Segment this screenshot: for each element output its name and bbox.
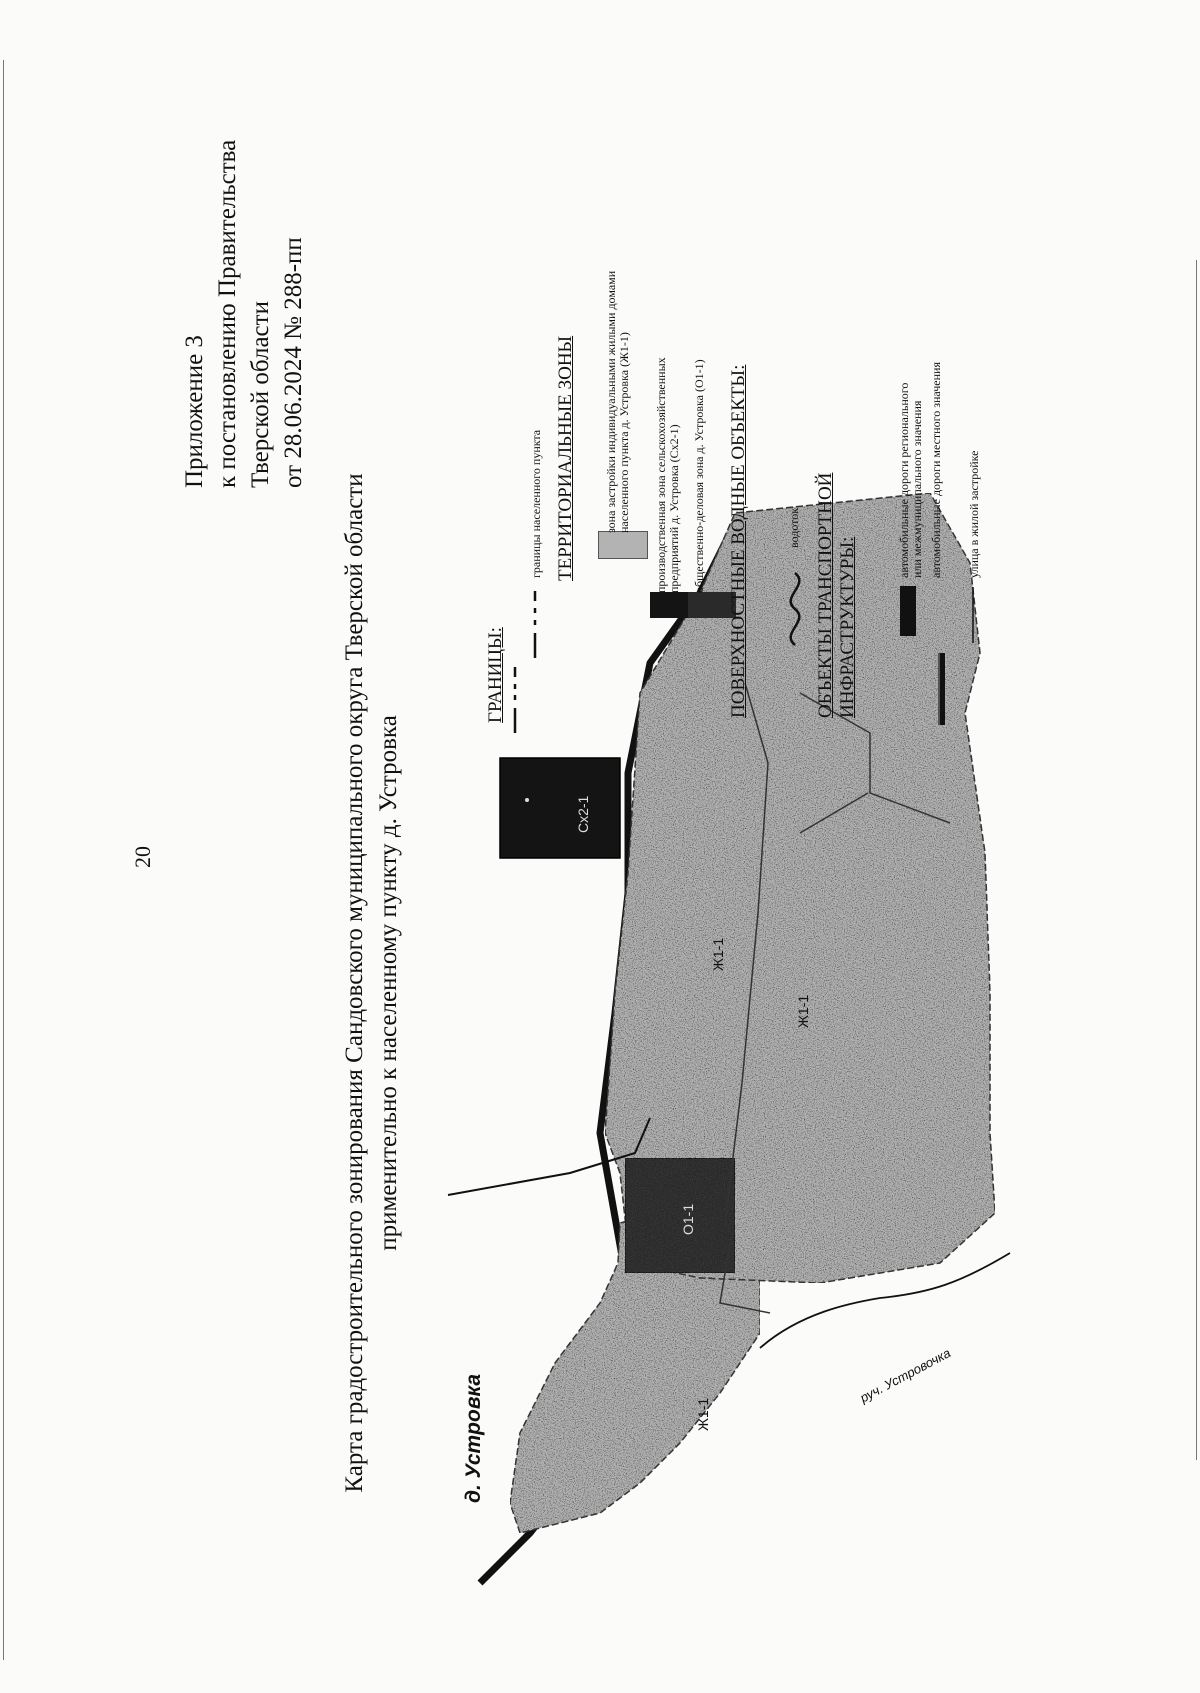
legend-street-label: улица в жилой застройке <box>967 450 981 578</box>
zone-label-zh-right: Ж1-1 <box>710 937 726 971</box>
legend-road-regional-label: автомобильные дороги регионального или м… <box>897 383 924 578</box>
village-label: д. Устровка <box>462 1373 485 1503</box>
legend-residential-line-2: населенного пункта д. Устровка (Ж1-1) <box>617 332 631 533</box>
watercourse-legend-symbol <box>789 572 801 646</box>
legend-swatch-residential <box>598 531 648 559</box>
local-road-legend-symbol <box>900 586 916 636</box>
residential-zone-main <box>604 492 996 1284</box>
legend-transport-line-2: ИНФРАСТРУКТУРЫ: <box>837 536 858 718</box>
zone-label-sh2: Сх2-1 <box>575 795 591 833</box>
legend-boundary-label: границы населенного пункта <box>529 429 543 578</box>
public-business-zone <box>624 1157 736 1274</box>
street-line-1 <box>724 682 769 1224</box>
legend-transport-line-1: ОБЪЕКТЫ ТРАНСПОРТНОЙ <box>815 472 836 718</box>
scan-edge-left <box>3 60 4 1660</box>
street-line-4 <box>719 1242 771 1314</box>
zone-label-zh-left: Ж1-1 <box>695 1397 711 1431</box>
legend-agricultural-line-2: предприятий д. Устровка (Сх2-1) <box>667 424 681 593</box>
legend-water-heading: ПОВЕРХНОСТНЫЕ ВОДНЫЕ ОБЪЕКТЫ: <box>728 364 749 718</box>
legend-zones-heading: ТЕРРИТОРИАЛЬНЫЕ ЗОНЫ <box>555 335 576 581</box>
legend-public-label: общественно-деловая зона д. Устровка (О1… <box>692 359 706 593</box>
legend-road-local-label: автомобильные дороги местного значения <box>929 362 943 578</box>
agricultural-zone <box>499 757 621 859</box>
zone-label-zh-center: Ж1-1 <box>795 994 811 1028</box>
regional-road-legend-symbol <box>938 653 945 725</box>
local-road-line <box>447 1117 651 1196</box>
boundary-legend-symbol <box>513 591 537 733</box>
scan-edge-right <box>1196 260 1197 1460</box>
legend-agricultural-label: производственная зона сельскохозяйственн… <box>654 357 681 593</box>
stream-line <box>759 1252 1011 1349</box>
zone-label-o1: О1-1 <box>680 1203 696 1235</box>
agricultural-zone-dot <box>525 798 529 802</box>
legend-residential-label: зона застройки индивидуальными жилыми до… <box>604 271 631 533</box>
legend-water-label: водоток <box>787 507 801 548</box>
legend-boundaries-heading: ГРАНИЦЫ: <box>485 627 506 723</box>
legend-transport-heading: ОБЪЕКТЫ ТРАНСПОРТНОЙ ИНФРАСТРУКТУРЫ: <box>815 473 859 718</box>
legend-road-regional-line-2: или межмуниципального значения <box>910 400 924 578</box>
street-line-2 <box>799 692 951 824</box>
street-line-3 <box>799 792 869 834</box>
